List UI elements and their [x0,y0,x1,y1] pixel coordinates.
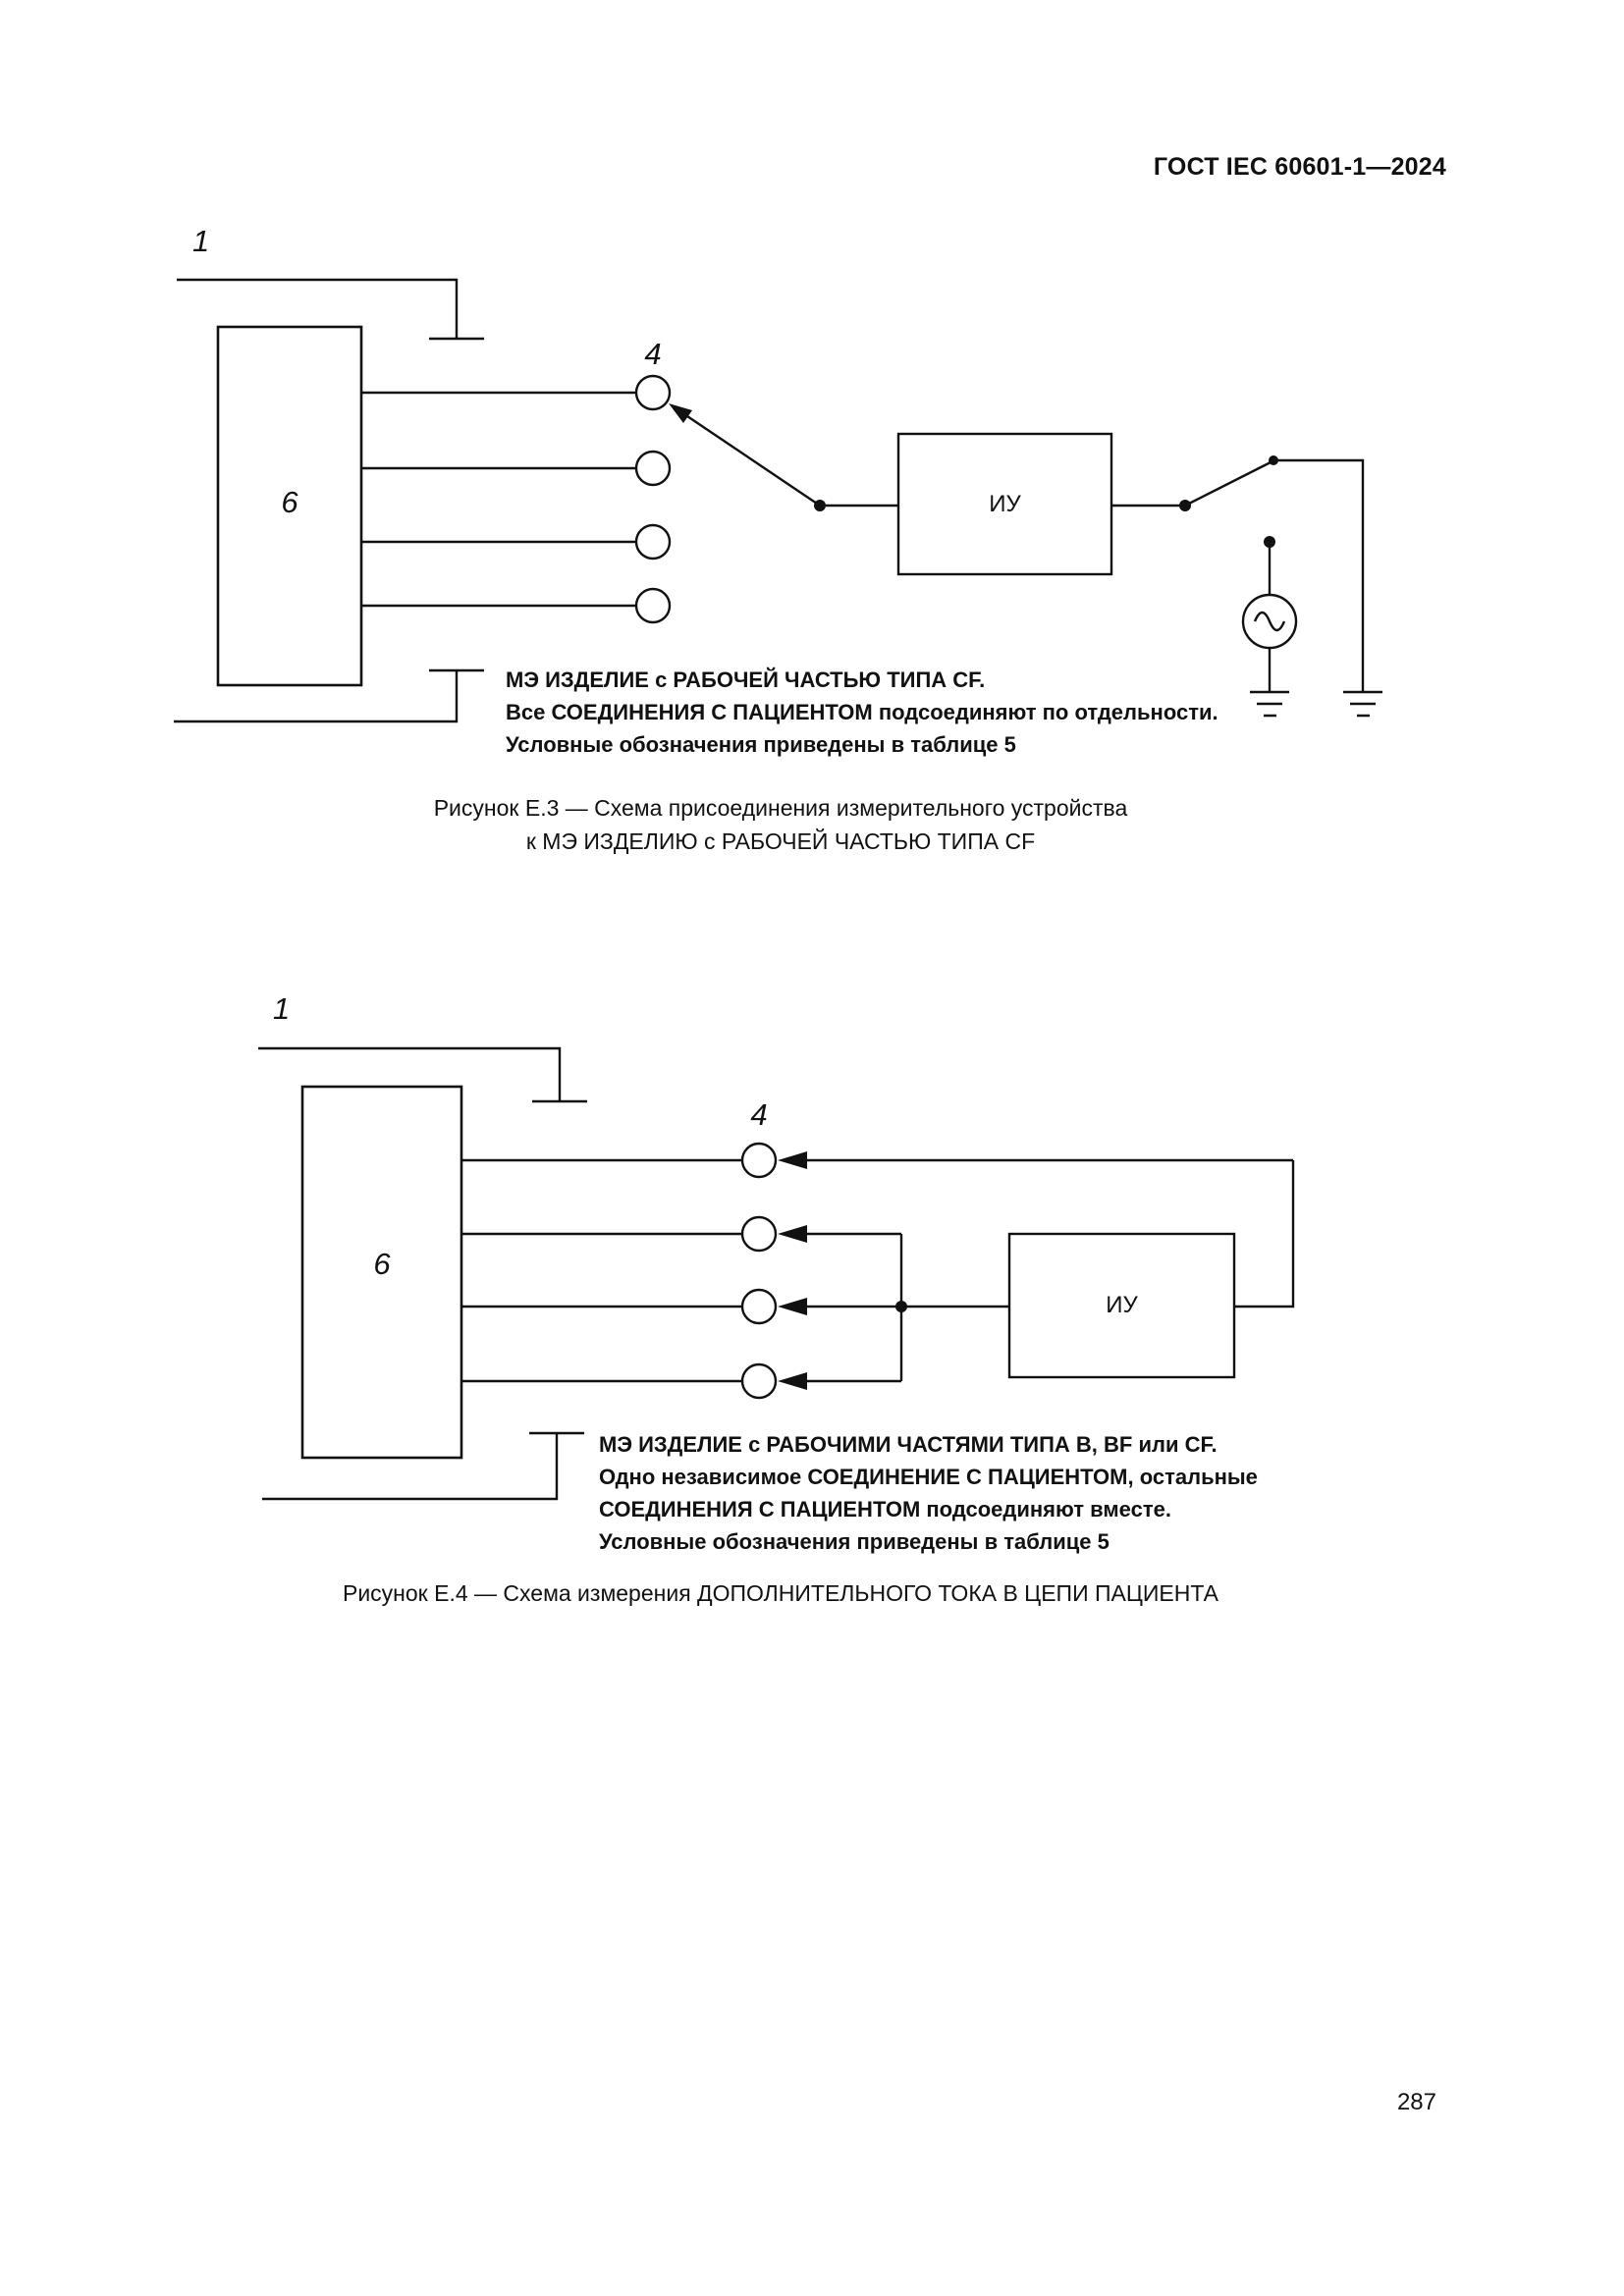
e4-note-line-2: Одно независимое СОЕДИНЕНИЕ С ПАЦИЕНТОМ,… [599,1465,1258,1489]
e3-junction-dot [1179,500,1191,511]
e3-measuring-device-label: ИУ [989,490,1021,517]
e4-note-block: МЭ ИЗДЕЛИЕ с РАБОЧИМИ ЧАСТЯМИ ТИПА B, BF… [599,1428,1258,1558]
e3-note-block: МЭ ИЗДЕЛИЕ с РАБОЧЕЙ ЧАСТЬЮ ТИПА CF. Все… [506,664,1218,761]
e3-note-line-1: МЭ ИЗДЕЛИЕ с РАБОЧЕЙ ЧАСТЬЮ ТИПА CF. [506,667,986,692]
e3-equipment-box [216,325,363,687]
e4-bus-feed-lines [807,1232,901,1383]
e4-enclosure-probe-bottom [262,1431,584,1501]
e3-caption-line-2: к МЭ ИЗДЕЛИЮ с РАБОЧЕЙ ЧАСТЬЮ ТИПА CF [525,828,1036,854]
e4-arrowhead-icon [778,1372,807,1390]
e3-earth-icon-2 [1250,690,1289,718]
e4-equipment-label-6: 6 [373,1247,391,1281]
e3-mains-switch-blade [1184,460,1272,507]
e3-md-box [896,432,1113,576]
e3-terminal-dot [1269,455,1278,465]
e4-patient-connection-circle-2 [740,1215,778,1253]
e3-junctions [669,403,1278,548]
page-header: ГОСТ IEC 60601-1—2024 [1153,153,1446,181]
e4-measuring-device-label: ИУ [1106,1292,1138,1318]
e4-ref-label-1: 1 [273,991,291,1026]
e4-junction-dot [895,1301,907,1312]
e3-patient-connection-circle-2 [634,450,672,487]
e3-earth-icon [1343,690,1382,718]
e4-note-line-1: МЭ ИЗДЕЛИЕ с РАБОЧИМИ ЧАСТЯМИ ТИПА B, BF… [599,1432,1218,1457]
e3-note-line-3: Условные обозначения приведены в таблице… [506,732,1016,757]
e4-patient-connection-circle-1 [740,1142,778,1179]
e4-patient-connection-circle-4 [740,1362,778,1400]
e4-equipment-box [300,1085,463,1460]
e3-patient-connection-circle-3 [634,523,672,561]
e3-connections-label-4: 4 [644,337,662,371]
e3-terminal-dot [1264,536,1275,548]
e3-ref-label-1: 1 [192,224,210,258]
e4-md-output-loop [1234,1160,1295,1308]
page-number: 287 [1396,2089,1436,2115]
e3-linework [174,278,1382,723]
e4-arrowhead-icon [778,1298,807,1315]
e3-equipment-label-6: 6 [281,485,298,519]
e3-enclosure-probe-bottom [174,668,484,723]
e3-arrowhead-icon [669,403,692,423]
e3-note-line-2: Все СОЕДИНЕНИЯ С ПАЦИЕНТОМ подсоединяют … [506,700,1218,724]
e4-caption: Рисунок Е.4 — Схема измерения ДОПОЛНИТЕЛ… [165,1576,1396,1610]
e3-patient-leads [361,391,636,608]
e4-arrowhead-icon [778,1151,807,1169]
e3-patient-connection-circle-4 [634,587,672,624]
e4-patient-connection-circle-3 [740,1288,778,1325]
e3-enclosure-probe-top [177,278,484,341]
e4-caption-line-1: Рисунок Е.4 — Схема измерения ДОПОЛНИТЕЛ… [342,1580,1218,1606]
e3-patient-connection-circle-1 [634,374,672,411]
e4-connections-label-4: 4 [750,1097,768,1132]
e4-note-line-4: Условные обозначения приведены в таблице… [599,1529,1110,1554]
e3-caption-line-1: Рисунок Е.3 — Схема присоединения измери… [433,795,1128,821]
e4-linework [258,1046,1295,1501]
e4-arrowhead-icon [778,1225,807,1243]
e4-note-line-3: СОЕДИНЕНИЯ С ПАЦИЕНТОМ подсоединяют вмес… [599,1497,1171,1522]
e4-patient-leads [461,1158,742,1383]
e3-junction-dot [814,500,826,511]
e4-enclosure-probe-top [258,1046,587,1103]
e3-earth-rail [1273,458,1365,692]
e3-sine-icon [1253,611,1286,632]
e3-caption: Рисунок Е.3 — Схема присоединения измери… [295,791,1267,858]
e4-junctions [778,1151,907,1390]
e3-selector-blade [686,415,821,507]
